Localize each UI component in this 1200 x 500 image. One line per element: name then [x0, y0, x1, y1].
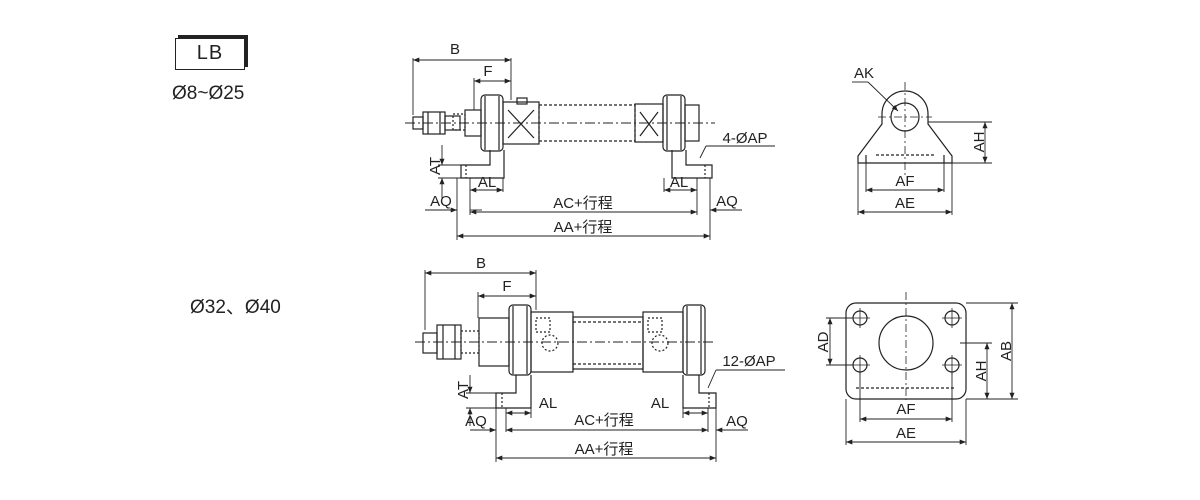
dim-AT: AT [427, 157, 444, 175]
dim-AL-right-2: AL [651, 395, 669, 412]
dim-AH: AH [971, 132, 988, 153]
dim-AD: AD [815, 331, 832, 352]
dim-AQ-right-2: AQ [726, 413, 748, 430]
dim-F-2: F [502, 278, 511, 295]
dim-AH-2: AH [973, 361, 990, 382]
front-foot-2 [495, 375, 532, 409]
side-view-large-labels: B F AT AL AL AQ AQ AC+行程 AA+行程 12-ØAP [455, 255, 776, 458]
dim-AB: AB [998, 341, 1015, 361]
rod-thread-end-2 [422, 332, 438, 354]
dim-AQ-right: AQ [716, 193, 738, 210]
dim-AK: AK [854, 65, 874, 82]
dim-AF: AF [895, 173, 914, 190]
dim-AL-left: AL [478, 174, 496, 191]
rear-foot-2 [682, 375, 717, 409]
end-view-small-labels: AK AH AF AE [854, 65, 988, 212]
rear-cover-2 [682, 304, 706, 376]
dim-AC-2: AC+行程 [574, 412, 634, 429]
dim-B: B [450, 41, 460, 58]
dim-AE-2: AE [896, 425, 916, 442]
side-view-large-dims [424, 270, 785, 462]
bore-range-small: Ø8~Ø25 [172, 83, 245, 104]
dim-AA-2: AA+行程 [575, 441, 634, 458]
series-tag: LB [196, 42, 224, 64]
end-view-large-labels: AD AH AB AF AE [815, 331, 1015, 442]
side-view-large [415, 304, 717, 409]
end-view-small-dims [852, 81, 992, 215]
side-view-small [405, 94, 715, 179]
dim-AQ-left-2: AQ [465, 413, 487, 430]
bore-range-large: Ø32、Ø40 [190, 297, 281, 318]
end-view-large-dims [826, 302, 1018, 445]
dim-AT-2: AT [455, 381, 472, 399]
dim-AL-right: AL [670, 174, 688, 191]
series-tag-box: LB [175, 38, 245, 70]
dim-AA: AA+行程 [554, 219, 613, 236]
bracket-outline [857, 90, 953, 164]
end-view-small [857, 82, 953, 178]
dim-AE: AE [895, 195, 915, 212]
barrel-2 [572, 316, 644, 370]
dim-AL-left-2: AL [539, 395, 557, 412]
dim-F: F [483, 63, 492, 80]
dim-AC: AC+行程 [553, 195, 613, 212]
dim-AQ-left: AQ [430, 193, 452, 210]
front-foot [460, 150, 505, 179]
dim-hole: 4-ØAP [722, 130, 767, 147]
dim-B-2: B [476, 255, 486, 272]
front-cover-2 [508, 304, 532, 376]
dim-hole-2: 12-ØAP [722, 353, 775, 370]
side-view-small-dims [412, 57, 775, 240]
end-view-large [845, 292, 967, 400]
cross-mark [507, 109, 535, 139]
rear-foot [671, 150, 713, 179]
dim-AF-2: AF [896, 401, 915, 418]
side-view-small-labels: B F AT AL AL AQ AQ AC+行程 AA+行程 4-ØAP [427, 41, 768, 236]
